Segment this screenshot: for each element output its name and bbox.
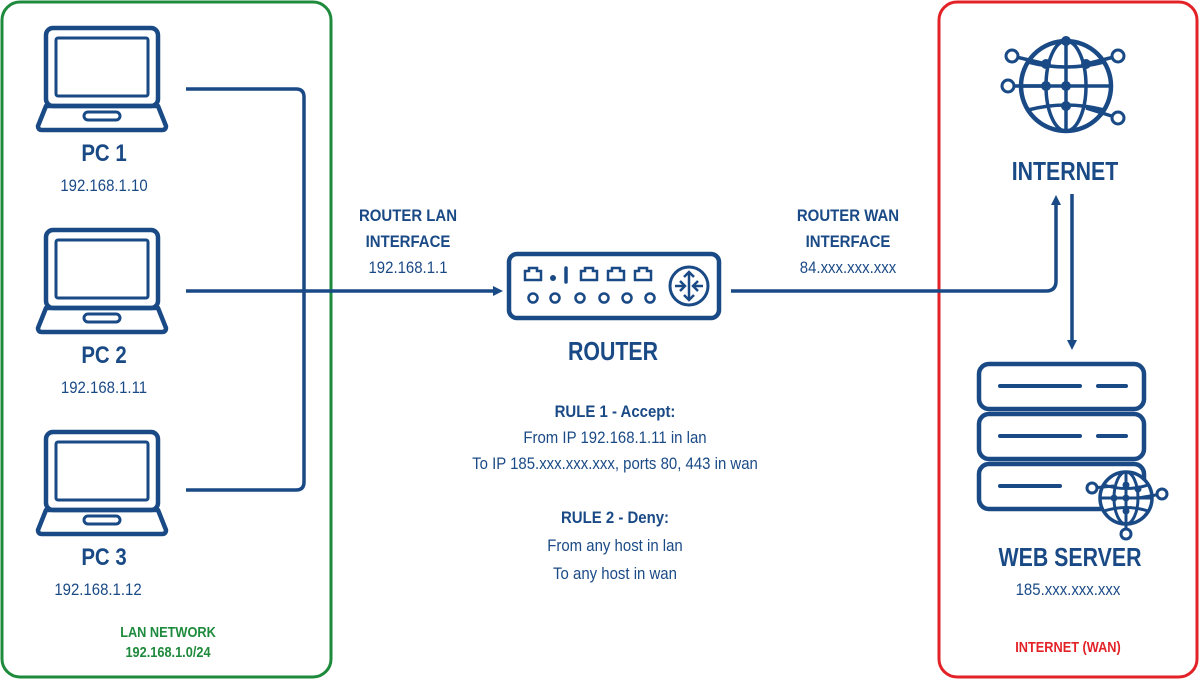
router-lan-interface-line2: INTERFACE	[365, 232, 451, 251]
pc2-name: PC 2	[81, 342, 127, 369]
lan-zone-title: LAN NETWORK	[120, 624, 216, 641]
rule2-line2: To any host in wan	[553, 564, 677, 583]
router-wan-interface-ip: 84.xxx.xxx.xxx	[799, 258, 897, 277]
wan-zone-title: INTERNET (WAN)	[1015, 639, 1121, 656]
router-label: ROUTER	[567, 336, 659, 366]
wan-zone-border	[937, 0, 1199, 679]
rule1-title: RULE 1 - Accept:	[554, 402, 676, 421]
router-wan-interface-line1: ROUTER WAN	[796, 206, 900, 225]
laptop-icon	[38, 230, 166, 332]
wan-connections	[731, 194, 1077, 350]
server-icon	[976, 361, 1169, 541]
lan-zone-border	[0, 0, 333, 679]
internet-label: INTERNET	[1011, 156, 1119, 186]
rule1-line2: To IP 185.xxx.xxx.xxx, ports 80, 443 in …	[472, 454, 758, 473]
web-server-label: WEB SERVER	[998, 542, 1142, 572]
rule2-line1: From any host in lan	[547, 536, 683, 555]
web-server-ip: 185.xxx.xxx.xxx	[1015, 580, 1121, 599]
pc2-ip: 192.168.1.11	[60, 378, 148, 397]
pc3-name: PC 3	[81, 544, 127, 571]
rule1-line1: From IP 192.168.1.11 in lan	[523, 428, 707, 447]
pc1-name: PC 1	[81, 140, 127, 167]
router-lan-interface-line1: ROUTER LAN	[358, 206, 458, 225]
pc3-ip: 192.168.1.12	[54, 580, 142, 599]
laptop-icon	[38, 432, 166, 534]
globe-icon	[1000, 36, 1126, 134]
laptop-icon	[38, 28, 166, 130]
router-icon	[506, 251, 722, 321]
lan-connections	[186, 87, 503, 492]
rule2-title: RULE 2 - Deny:	[560, 508, 670, 527]
router-lan-interface-ip: 192.168.1.1	[368, 258, 448, 277]
router-wan-interface-line2: INTERFACE	[805, 232, 891, 251]
pc1-ip: 192.168.1.10	[60, 176, 148, 195]
lan-zone-subnet: 192.168.1.0/24	[125, 644, 211, 661]
